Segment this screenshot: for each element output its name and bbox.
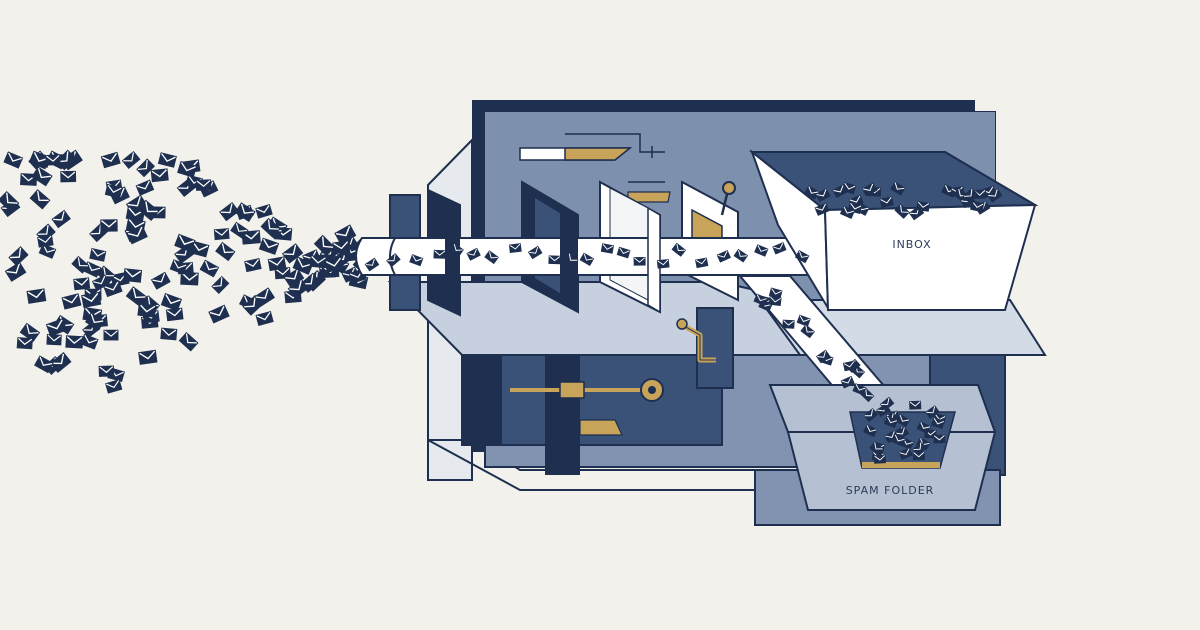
envelope-icon [45, 333, 63, 346]
envelope-icon [59, 170, 77, 183]
inbox-front [823, 203, 1037, 311]
envelope-icon [915, 200, 931, 213]
envelope-icon [932, 434, 946, 444]
envelope-icon [16, 336, 34, 350]
spam-bin: SPAM FOLDER [754, 384, 1001, 526]
envelope-icon [102, 329, 120, 342]
conveyor-belt-end [355, 237, 397, 276]
chute-lever-outline [683, 325, 716, 361]
filter-machine: INBOX SPAM FOLDER [355, 100, 1047, 526]
filter-gate-2-front [445, 198, 460, 315]
inbox-label: INBOX [892, 238, 931, 251]
envelope-icon [547, 254, 562, 265]
lower-cavity-dark [462, 350, 502, 445]
envelope-icon [99, 218, 119, 233]
envelope-icon [64, 334, 84, 350]
envelope-icon [72, 276, 91, 291]
envelope-icon [122, 267, 143, 284]
envelope-icon [97, 364, 115, 378]
envelope-icon [213, 227, 231, 241]
lower-cavity-pillar [545, 350, 580, 475]
chute-lever-knob [676, 318, 688, 330]
envelope-icon [781, 319, 796, 330]
inbox-bin: INBOX [749, 149, 1039, 312]
lever-block [559, 381, 585, 399]
envelope-icon [656, 258, 671, 270]
indicator-bar-gold [564, 147, 633, 161]
envelope-icon [44, 153, 62, 167]
envelope-icon [149, 167, 170, 183]
spam-gold-tray [862, 462, 940, 468]
envelope-icon [873, 454, 887, 465]
envelope-icon [308, 254, 328, 269]
envelope-icon [137, 349, 159, 366]
envelope-icon [159, 326, 178, 342]
gear-knob-center [648, 386, 656, 394]
envelope-icon [165, 306, 185, 322]
envelope-icon [768, 295, 783, 307]
envelope-icon [633, 256, 647, 267]
lever-icon [722, 181, 736, 195]
inbox-rim [752, 151, 1036, 206]
filter-gate-4-front [647, 206, 661, 314]
envelope-icon [508, 242, 523, 254]
envelope-icon [433, 249, 447, 260]
envelope-icon [195, 178, 213, 192]
spam-label: SPAM FOLDER [846, 484, 935, 497]
chute-gate [696, 307, 734, 389]
gold-plate [579, 419, 623, 436]
envelope-icon [908, 400, 922, 411]
